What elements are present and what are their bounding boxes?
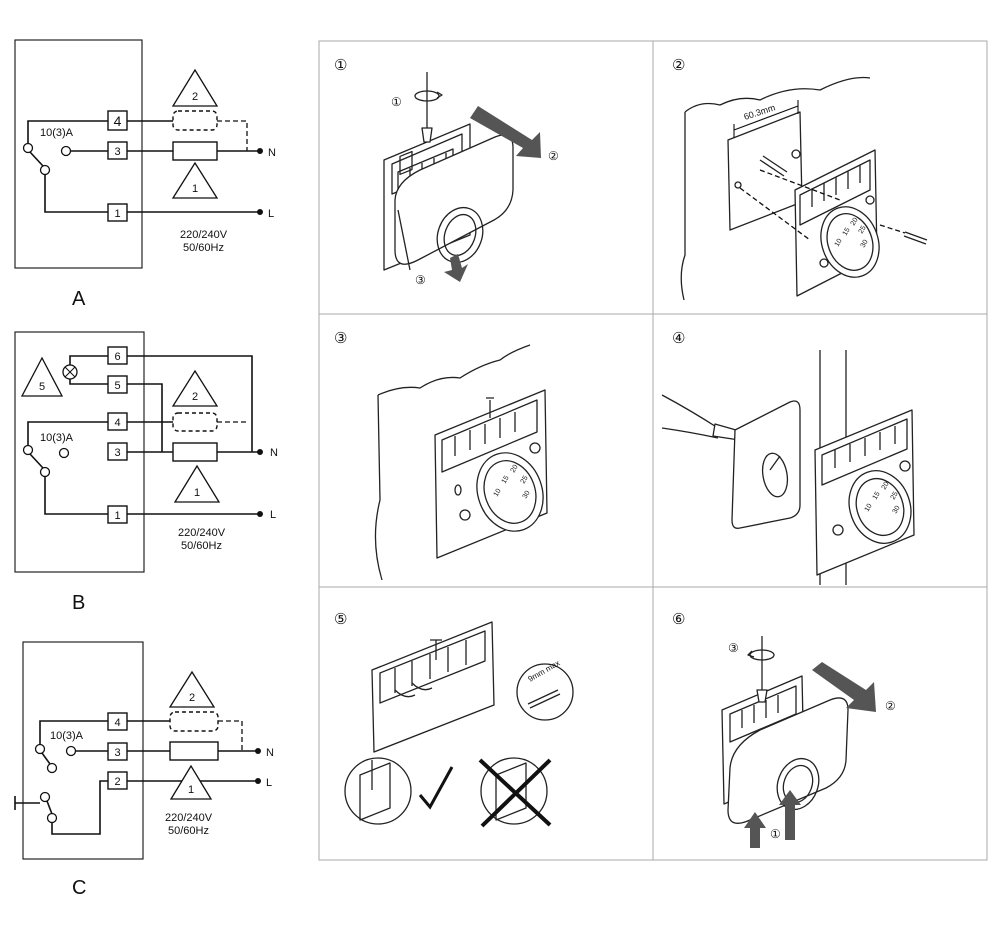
svg-text:15: 15: [872, 491, 882, 501]
voltage-label-c: 220/240V: [165, 812, 213, 824]
frequency-label-b: 50/60Hz: [181, 540, 222, 552]
step-5-wire-connection: ⑤ 9mm max: [334, 611, 574, 828]
svg-text:3: 3: [114, 747, 120, 759]
neutral-label-b: N: [270, 447, 278, 459]
switch-contact-a: [22, 142, 34, 154]
svg-text:25: 25: [520, 475, 530, 485]
marker-triangle-1-a: [171, 161, 219, 199]
step-number-5: ⑤: [334, 611, 347, 628]
svg-text:4: 4: [114, 717, 120, 729]
live-label-a: L: [268, 208, 274, 220]
step-number-2: ②: [672, 57, 685, 74]
check-mark-icon: [418, 766, 454, 810]
svg-text:30: 30: [522, 490, 532, 500]
step-4-open-unit: ④ 10 15 20 25 30: [661, 330, 915, 585]
cross-mark-icon: [478, 758, 552, 828]
svg-text:15: 15: [501, 475, 511, 485]
svg-text:2: 2: [192, 391, 198, 403]
step6-callout-3: ③: [728, 641, 739, 655]
svg-text:5: 5: [39, 381, 45, 393]
svg-text:1: 1: [192, 183, 198, 195]
step-number-3: ③: [334, 330, 347, 347]
svg-text:4: 4: [114, 113, 122, 129]
voltage-label-b: 220/240V: [178, 527, 226, 539]
marker-triangle-2-a: [171, 68, 219, 107]
svg-text:3: 3: [114, 447, 120, 459]
diagram-label-c: C: [72, 877, 86, 899]
svg-text:15: 15: [842, 227, 852, 237]
frequency-label-a: 50/60Hz: [183, 242, 224, 254]
wiring-diagram-a: 10(3)A 4 3 1 N L 2 1 220/240V 50/60Hz A: [14, 39, 276, 310]
heater-load-a: [172, 141, 218, 161]
step-number-6: ⑥: [672, 611, 685, 628]
svg-text:5: 5: [114, 380, 120, 392]
svg-text:10: 10: [493, 488, 503, 498]
step-6-refit-cover: ⑥ ③ ② ①: [672, 611, 896, 848]
wiring-diagram-b: 5 10(3)A 6 5 4 3 1 N: [14, 331, 278, 614]
switch-contact-a2: [60, 145, 72, 157]
thermostat-housing-a: [14, 39, 143, 269]
step1-callout-3: ③: [415, 273, 426, 287]
svg-text:3: 3: [114, 146, 120, 158]
rating-label-c: 10(3)A: [50, 730, 84, 742]
optional-load-a: [172, 110, 218, 131]
step6-callout-1: ①: [770, 827, 781, 841]
svg-text:30: 30: [860, 239, 870, 249]
svg-text:1: 1: [114, 510, 120, 522]
rating-label-a: 10(3)A: [40, 127, 74, 139]
step6-callout-2: ②: [885, 699, 896, 713]
live-label-b: L: [270, 509, 276, 521]
step-3-backplate-mounted: ③ 10 15 20 25 30: [334, 330, 548, 581]
svg-text:2: 2: [114, 776, 120, 788]
svg-text:1: 1: [188, 784, 194, 796]
step-number-1: ①: [334, 57, 347, 74]
svg-text:6: 6: [114, 351, 120, 363]
svg-text:2: 2: [189, 692, 195, 704]
svg-text:1: 1: [194, 487, 200, 499]
frequency-label-c: 50/60Hz: [168, 825, 209, 837]
rating-label-b: 10(3)A: [40, 432, 74, 444]
svg-text:20: 20: [510, 464, 520, 474]
svg-text:25: 25: [858, 225, 868, 235]
neutral-label-c: N: [266, 747, 274, 759]
svg-text:25: 25: [890, 491, 900, 501]
svg-text:10: 10: [834, 238, 844, 248]
step-number-4: ④: [672, 330, 685, 347]
marker-triangle-5-b: [20, 356, 64, 397]
switch-pivot-a: [39, 164, 51, 176]
voltage-label-a: 220/240V: [180, 229, 228, 241]
diagram-label-a: A: [72, 288, 86, 310]
svg-text:4: 4: [114, 417, 120, 429]
svg-text:20: 20: [881, 481, 891, 491]
svg-text:10: 10: [864, 503, 874, 513]
diagram-label-b: B: [72, 592, 85, 614]
svg-text:1: 1: [114, 208, 120, 220]
step-1-remove-cover: ① ① ② ③: [334, 57, 559, 287]
step1-callout-2: ②: [548, 149, 559, 163]
svg-text:20: 20: [850, 217, 860, 227]
wiring-diagram-c: 10(3)A 4 3 2 N L 2 1 220/240V 50/60Hz C: [14, 641, 274, 899]
neutral-label-a: N: [268, 147, 276, 159]
step1-callout-1: ①: [391, 95, 402, 109]
svg-text:2: 2: [192, 91, 198, 103]
svg-text:30: 30: [892, 505, 902, 515]
live-label-c: L: [266, 777, 272, 789]
